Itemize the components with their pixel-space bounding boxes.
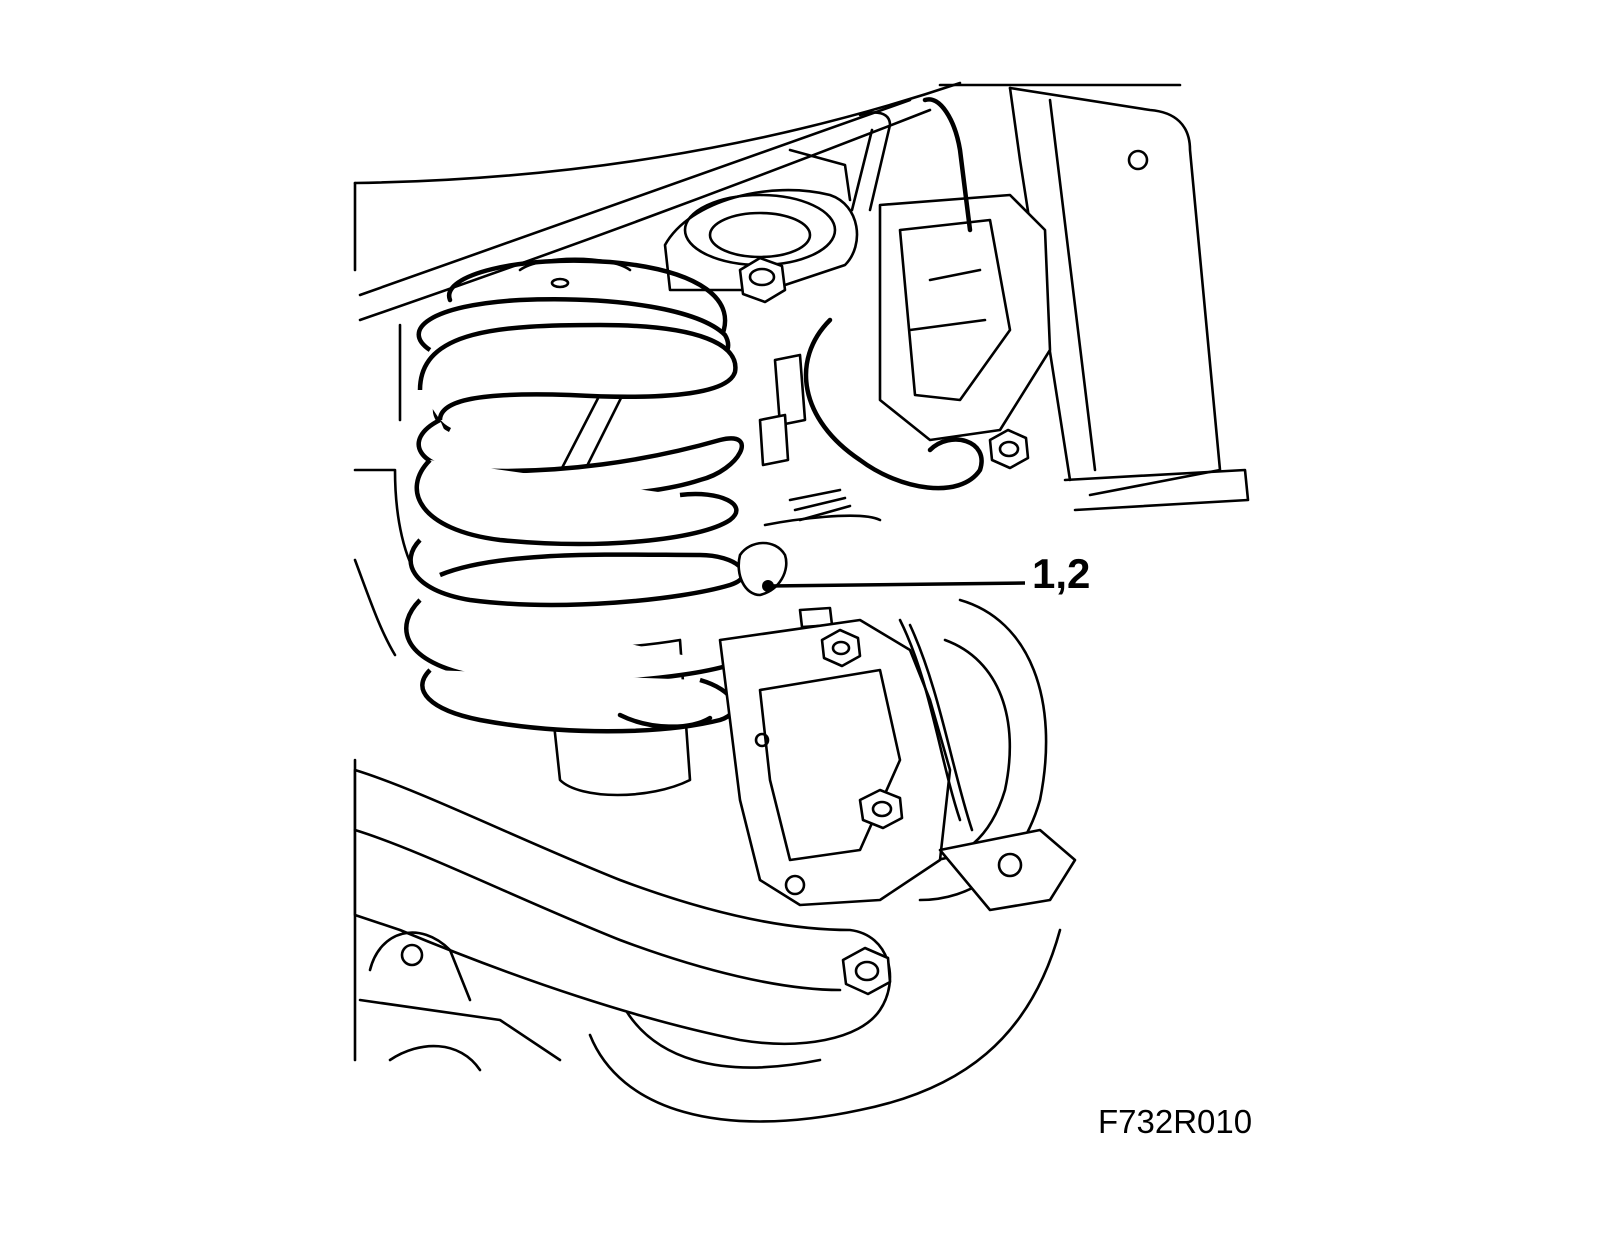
callout-label: 1,2 bbox=[1032, 550, 1091, 597]
callout-leader-line bbox=[767, 581, 1026, 588]
hub-carrier-lower bbox=[718, 618, 1077, 912]
coil-spring bbox=[404, 258, 746, 734]
spring-seat-mount bbox=[518, 111, 892, 304]
hub-bolt-upper bbox=[820, 628, 862, 668]
hub-bolt-mid bbox=[858, 788, 904, 830]
lower-control-arm bbox=[353, 768, 892, 1046]
figure-code: F732R010 bbox=[1098, 1103, 1253, 1140]
knuckle-bolt-upper bbox=[988, 428, 1030, 470]
control-arm-bolt bbox=[841, 946, 892, 996]
lower-bushing bbox=[358, 931, 562, 1072]
wheel-knuckle bbox=[758, 97, 1052, 527]
